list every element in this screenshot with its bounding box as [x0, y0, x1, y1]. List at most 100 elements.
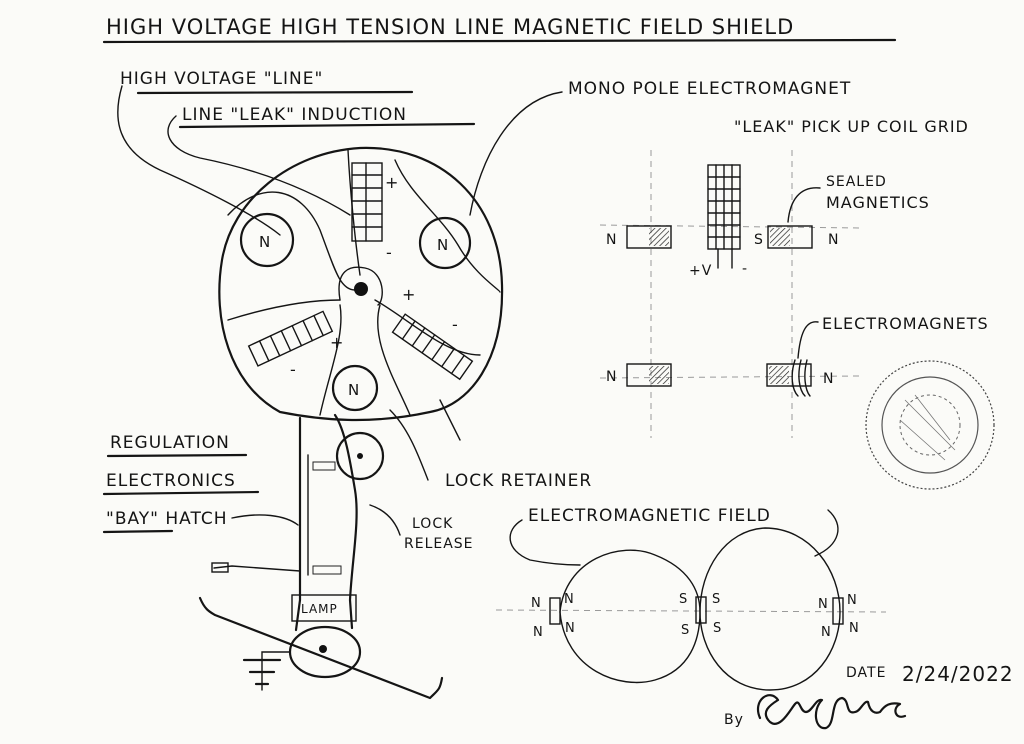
label-release: RELEASE	[404, 536, 474, 552]
polarity-minus-top: -	[386, 243, 393, 262]
leader-field-right	[814, 509, 839, 557]
leader-lock-retainer	[389, 409, 429, 481]
coil-right	[391, 313, 474, 381]
pole-n-right: N	[437, 236, 449, 254]
underline-high-voltage-line	[136, 90, 414, 95]
leader-bay-hatch	[231, 514, 299, 526]
field-pole-n-5: N	[818, 597, 829, 612]
sealed-magnet-right-hatch	[770, 228, 790, 246]
electromagnet-right-hatch	[769, 366, 789, 384]
pole-s-sealed-right: S	[754, 232, 764, 248]
sealed-magnet-left-hatch	[649, 228, 669, 246]
field-magnet-right	[832, 597, 844, 625]
sealed-magnet-left	[626, 225, 672, 249]
label-minus-grid: -	[742, 261, 748, 277]
pole-n-sealed-right: N	[828, 232, 839, 248]
divider-right	[374, 299, 481, 356]
coil-top	[351, 162, 383, 242]
label-magnetics: MAGNETICS	[826, 193, 930, 212]
leader-field-left	[509, 519, 581, 566]
stem-right-edge	[333, 413, 358, 630]
hatch-bottom-tab	[312, 565, 342, 575]
field-pole-n-3: N	[533, 625, 544, 640]
field-pole-s-1: S	[679, 592, 688, 607]
pole-n-bottom: N	[348, 381, 360, 399]
underline-electronics	[102, 490, 260, 496]
field-pole-n-6: N	[847, 593, 858, 608]
leader-sealed-magnetics	[787, 187, 821, 223]
signature	[757, 694, 907, 730]
field-loop-left	[559, 549, 701, 684]
pivot-housing	[338, 266, 383, 306]
title: HIGH VOLTAGE HIGH TENSION LINE MAGNETIC …	[106, 15, 794, 39]
field-pole-n-7: N	[821, 625, 832, 640]
handle-stem: LAMP	[211, 413, 385, 632]
label-bay-hatch: "BAY" HATCH	[106, 509, 228, 529]
magnet-n-right	[418, 216, 472, 270]
electromagnet-left	[626, 363, 672, 387]
magnet-n-bottom	[331, 364, 379, 412]
guide-line-bottom	[599, 375, 861, 379]
stem-left-edge	[294, 416, 302, 632]
label-regulation: REGULATION	[110, 433, 230, 453]
base-clamp-center	[319, 645, 327, 653]
polarity-minus-left: -	[290, 360, 297, 379]
leader-high-voltage-line	[117, 85, 281, 236]
field-magnet-left	[549, 597, 561, 625]
label-by: By	[724, 712, 744, 728]
label-date: DATE	[846, 665, 886, 681]
divider-left	[227, 299, 341, 321]
divider-top	[347, 149, 361, 276]
label-lock: LOCK	[412, 516, 453, 532]
electromagnet-right	[766, 363, 812, 387]
divider-top-left	[227, 191, 356, 291]
divider-bottom-right	[377, 304, 411, 416]
leader-electromagnets	[797, 321, 819, 359]
leader-line-leak-induction	[167, 115, 351, 216]
label-leak-pickup-coil-grid: "LEAK" PICK UP COIL GRID	[734, 117, 969, 136]
pole-n-left: N	[259, 233, 271, 251]
lock-knob	[335, 431, 385, 481]
leader-mono-pole	[469, 91, 563, 216]
date-value: 2/24/2022	[902, 662, 1014, 686]
pole-n-sealed-left: N	[606, 232, 617, 248]
coil-left	[247, 310, 334, 367]
power-line	[198, 596, 444, 700]
pole-n-em-right: N	[823, 371, 834, 387]
pickup-coil-grid	[707, 164, 741, 269]
underline-bay	[102, 529, 174, 534]
label-high-voltage-line: HIGH VOLTAGE "LINE"	[120, 69, 323, 89]
ground-wire	[261, 651, 291, 691]
underline-regulation	[106, 453, 248, 458]
electromagnet-left-hatch	[649, 366, 669, 384]
field-pole-n-1: N	[531, 596, 542, 611]
label-lock-retainer: LOCK RETAINER	[445, 471, 592, 491]
label-sealed: SEALED	[826, 174, 887, 190]
polarity-minus-right: -	[452, 315, 459, 334]
divider-bottom-left	[319, 304, 342, 416]
polarity-plus-top: +	[385, 173, 399, 192]
divider-top-right	[394, 159, 501, 293]
leader-lock-retainer-2	[439, 399, 461, 441]
pole-n-em-left: N	[606, 369, 617, 385]
field-pole-n-8: N	[849, 621, 860, 636]
field-magnet-center	[695, 596, 707, 624]
field-pole-n-2: N	[564, 592, 575, 607]
pivot-dot	[354, 282, 368, 296]
hatch-screw-head	[211, 562, 229, 573]
lock-knob-center	[357, 453, 363, 459]
field-pole-n-4: N	[565, 621, 576, 636]
label-mono-pole-electromagnet: MONO POLE ELECTROMAGNET	[568, 79, 851, 99]
polarity-plus-right: +	[402, 285, 416, 304]
field-pole-s-4: S	[713, 621, 722, 636]
label-electromagnetic-field: ELECTROMAGNETIC FIELD	[528, 506, 771, 526]
title-underline	[102, 38, 897, 44]
label-electromagnets: ELECTROMAGNETS	[822, 314, 989, 333]
hatch-screw	[213, 565, 301, 572]
lamp-label: LAMP	[301, 602, 338, 616]
label-line-leak-induction: LINE "LEAK" INDUCTION	[182, 105, 407, 125]
field-loop-right	[699, 527, 841, 691]
shield-disc: N N N + - + - + -	[218, 146, 504, 422]
